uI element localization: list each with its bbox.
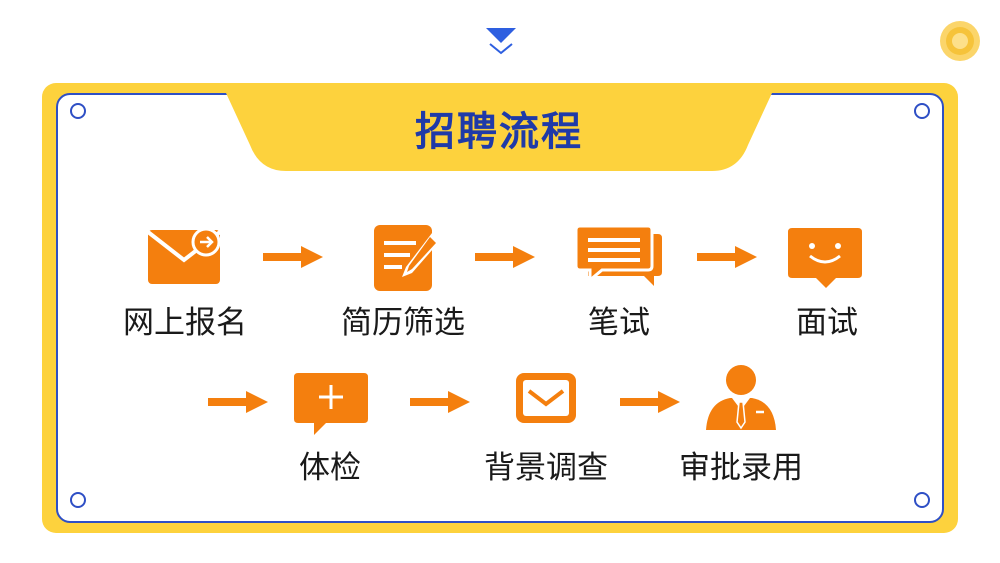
arrow-right-icon [410, 391, 470, 413]
coin-icon [940, 21, 980, 61]
arrow-right-icon [475, 246, 535, 268]
corner-ring [70, 492, 86, 508]
medical-cross-icon [294, 373, 368, 435]
corner-ring [914, 492, 930, 508]
corner-ring [914, 103, 930, 119]
title-banner [226, 93, 772, 171]
arrow-right-icon [263, 246, 323, 268]
step-label: 笔试 [588, 305, 650, 341]
person-tie-icon [706, 365, 776, 430]
step-label: 简历筛选 [341, 305, 465, 341]
corner-ring [70, 103, 86, 119]
chevron-down-icon [486, 28, 516, 55]
step-label: 面试 [796, 305, 858, 341]
chat-icon [574, 224, 662, 286]
mail-icon [146, 227, 222, 284]
step-label: 网上报名 [123, 305, 247, 341]
document-edit-icon [374, 225, 440, 291]
smile-chat-icon [788, 228, 862, 288]
step-label: 体检 [299, 450, 361, 486]
arrow-right-icon [620, 391, 680, 413]
arrow-right-icon [208, 391, 268, 413]
envelope-icon [516, 373, 576, 423]
step-label: 审批录用 [679, 450, 803, 486]
content-panel [56, 93, 944, 523]
arrow-right-icon [697, 246, 757, 268]
page-title: 招聘流程 [415, 109, 583, 155]
step-label: 背景调查 [484, 450, 608, 486]
